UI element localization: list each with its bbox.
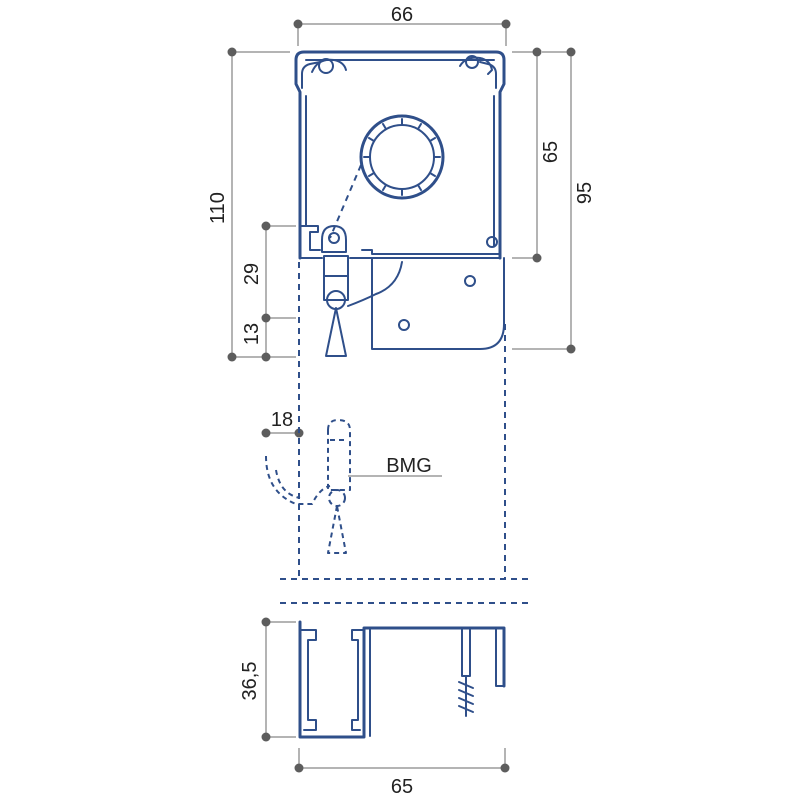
dim-rail-height: 36,5 [239, 662, 261, 701]
dim-bottom-offset: 13 [241, 323, 263, 345]
head-box-profile [294, 50, 506, 260]
dim-rail-width: 65 [391, 776, 413, 798]
dim-box-height: 65 [540, 141, 562, 163]
dim-top-width: 66 [391, 4, 413, 26]
bmg-bottom-bar [265, 419, 351, 554]
roller-tube [329, 114, 445, 239]
side-bracket-plate [371, 257, 505, 350]
dim-total-height: 110 [207, 192, 229, 224]
bmg-label: BMG [386, 455, 432, 477]
guide-lines [280, 262, 528, 604]
bottom-bar-assembly [321, 225, 403, 357]
dimension-dots [227, 19, 576, 773]
dim-right-height: 95 [574, 182, 596, 204]
bottom-rail-profile [298, 620, 506, 739]
dimension-lines [231, 23, 572, 769]
dim-bracket-height: 29 [241, 263, 263, 285]
dim-bmg-offset: 18 [271, 409, 293, 431]
